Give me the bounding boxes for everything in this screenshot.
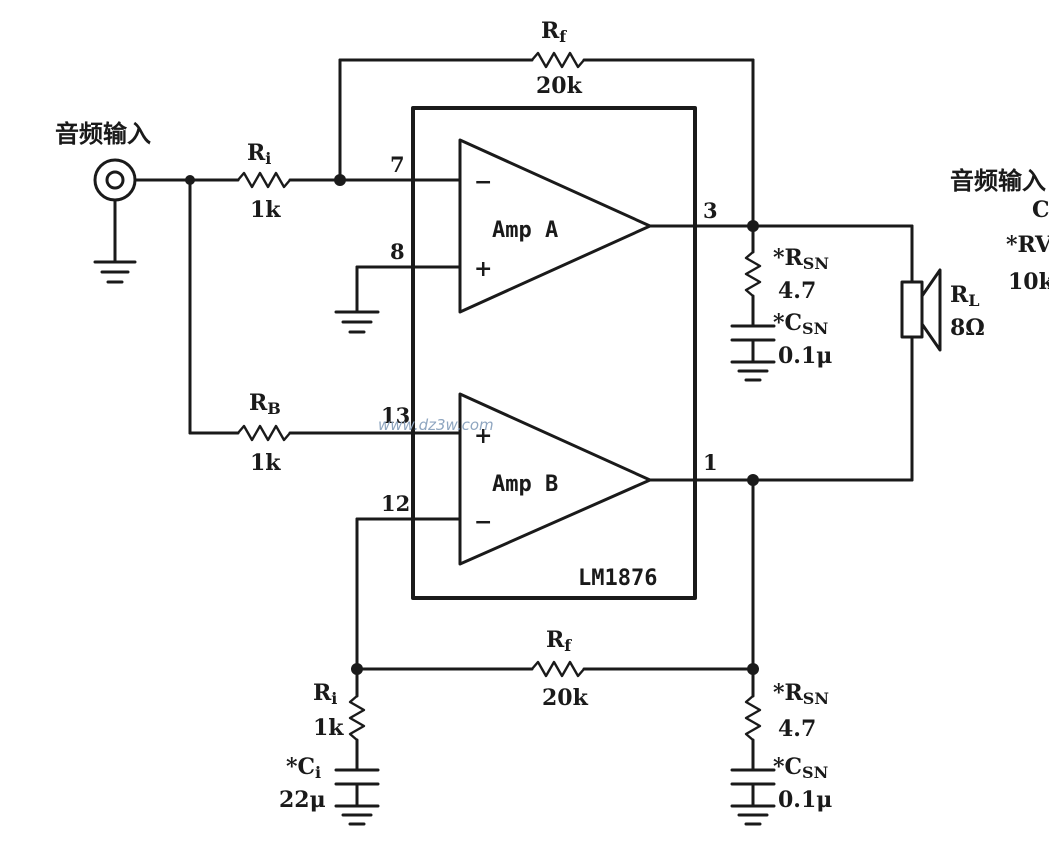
pin-1: 1: [703, 450, 718, 475]
ground-symbol-csn-top: [730, 360, 776, 382]
rl-value: 8Ω: [950, 315, 985, 341]
c-partial-label: C: [1032, 197, 1049, 223]
rf-bottom-value: 20k: [542, 685, 589, 711]
csn-bottom-value: 0.1μ: [778, 787, 832, 813]
rl-label: RL: [950, 282, 980, 310]
ic-name: LM1876: [578, 566, 657, 591]
rv-partial-value: 10k: [1008, 269, 1049, 295]
audio-input-right-partial: 音频输入: [950, 167, 1046, 195]
amp-b-minus: −: [474, 509, 492, 535]
amp-a-label: Amp A: [492, 218, 558, 243]
ground-symbol-pin8: [334, 310, 380, 334]
pin-13: 13: [381, 403, 410, 428]
speaker-icon: [900, 268, 942, 352]
amp-b-triangle: [458, 392, 652, 566]
rsn-top-label: *RSN: [773, 245, 829, 273]
ri-bottom-value: 1k: [313, 715, 344, 741]
rf-top-resistor: [530, 51, 586, 69]
pin-12: 12: [381, 491, 410, 516]
csn-top-label: *CSN: [773, 310, 828, 338]
audio-input-jack: [93, 158, 137, 284]
ri-bottom-resistor: [348, 694, 366, 742]
rb-resistor: [236, 424, 292, 442]
ci-capacitor: [334, 768, 380, 786]
pin-8: 8: [390, 239, 405, 264]
rsn-bottom-value: 4.7: [778, 716, 816, 742]
rsn-top-value: 4.7: [778, 278, 816, 304]
ri-top-value: 1k: [250, 197, 281, 223]
rsn-bottom-label: *RSN: [773, 680, 829, 708]
rsn-bottom-resistor: [744, 694, 762, 742]
ground-symbol-csn-bottom: [730, 804, 776, 826]
amp-b-plus: +: [474, 423, 492, 449]
ci-label: *Ci: [286, 754, 321, 782]
csn-bottom-capacitor: [730, 768, 776, 786]
rf-top-label: Rf: [541, 18, 567, 46]
pin-7: 7: [390, 152, 405, 177]
lm1876-chip: [411, 106, 697, 600]
ci-value: 22μ: [279, 787, 326, 813]
csn-bottom-label: *CSN: [773, 754, 828, 782]
audio-input-label: 音频输入: [55, 120, 151, 148]
csn-top-capacitor: [730, 324, 776, 342]
rf-top-value: 20k: [536, 73, 583, 99]
ri-top-resistor: [236, 171, 292, 189]
amp-a-plus: +: [474, 256, 492, 282]
ri-bottom-label: Ri: [313, 680, 337, 708]
rf-bottom-resistor: [530, 660, 586, 678]
rsn-top-resistor: [744, 250, 762, 298]
ground-symbol-ci: [334, 804, 380, 826]
pin-3: 3: [703, 198, 718, 223]
rb-label: RB: [249, 390, 281, 418]
rf-bottom-label: Rf: [546, 627, 572, 655]
ri-top-label: Ri: [247, 140, 271, 168]
amp-b-label: Amp B: [492, 472, 558, 497]
amp-a-triangle: [458, 138, 652, 314]
amp-a-minus: −: [474, 169, 492, 195]
watermark: www.dz3w.com: [378, 416, 494, 434]
csn-top-value: 0.1μ: [778, 343, 832, 369]
rv-partial-label: *RV: [1006, 232, 1049, 258]
rb-value: 1k: [250, 450, 281, 476]
